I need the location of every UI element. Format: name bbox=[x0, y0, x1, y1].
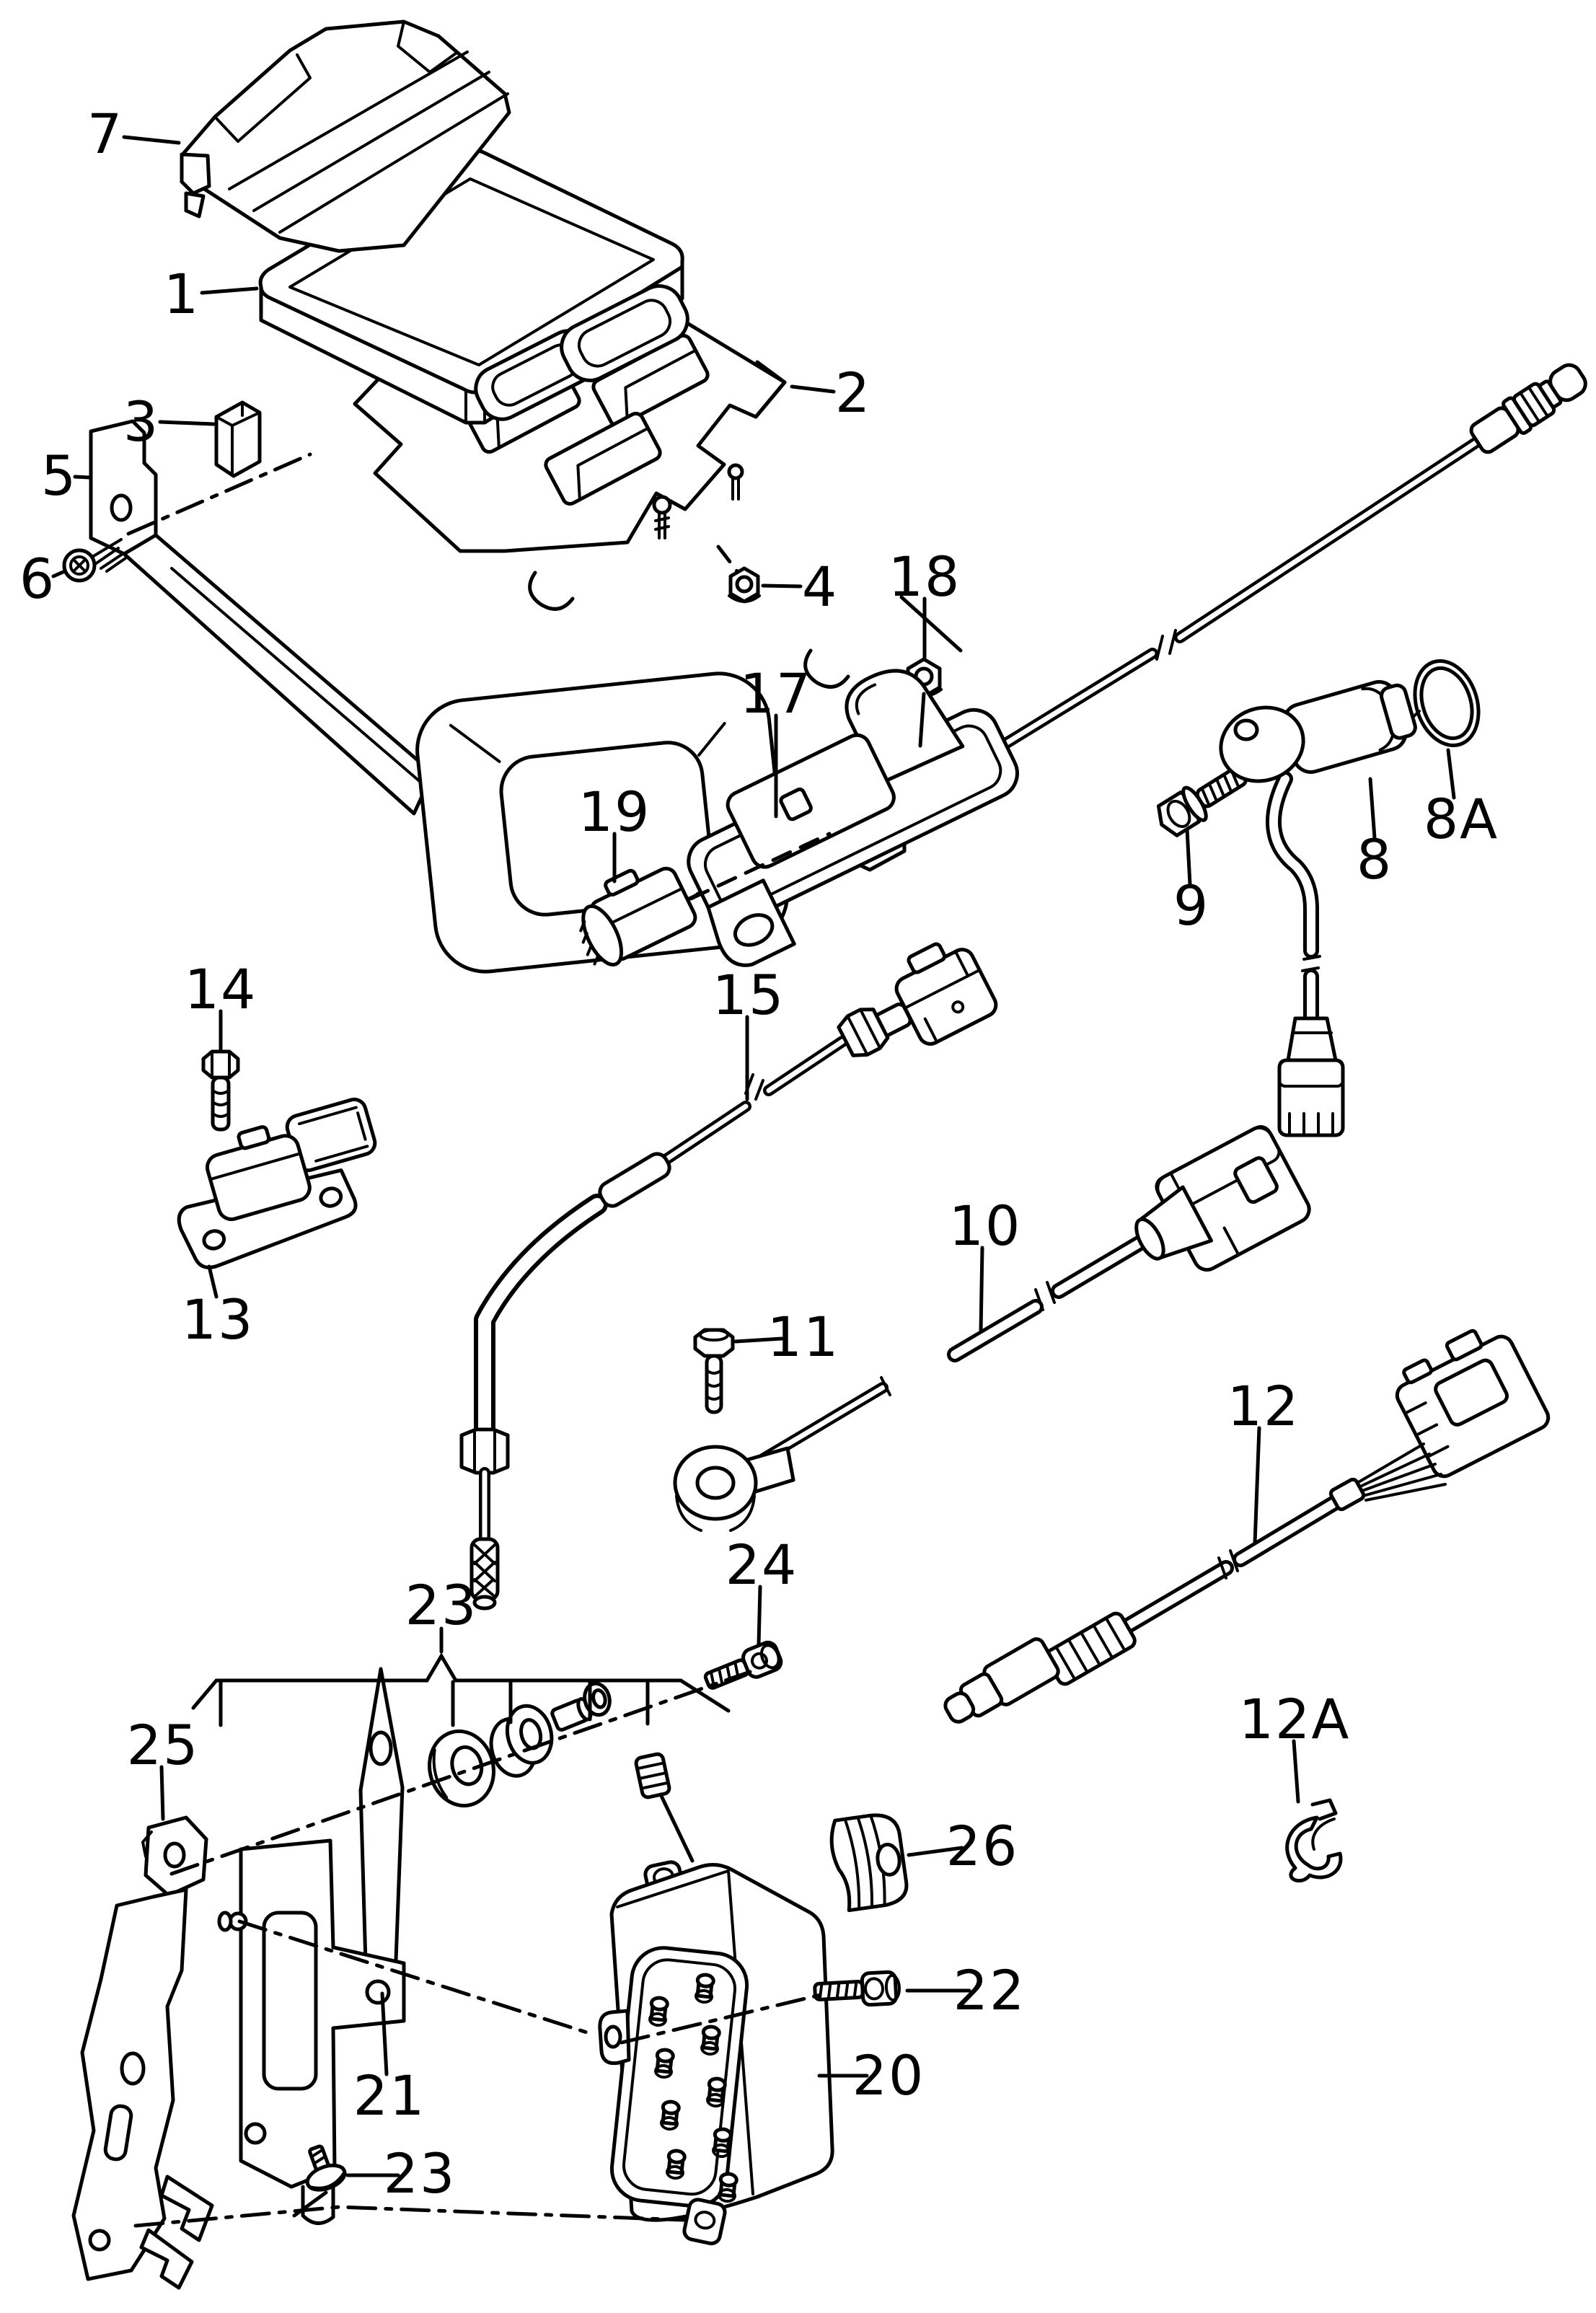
engine-control-unit-1 bbox=[258, 149, 689, 425]
callout-5: 5 bbox=[40, 444, 78, 508]
screw-22 bbox=[813, 1970, 901, 2007]
control-box-20 bbox=[598, 1860, 834, 2246]
callout-21: 21 bbox=[353, 2063, 426, 2128]
lambda-connector bbox=[1395, 1329, 1551, 1479]
callout-15: 15 bbox=[712, 963, 785, 1027]
assembly-axis-23 bbox=[169, 1670, 752, 1876]
callout-10: 10 bbox=[948, 1194, 1022, 1258]
callout-12A: 12A bbox=[1238, 1687, 1351, 1751]
double-grommet-23 bbox=[489, 1704, 554, 1778]
egt-plug bbox=[894, 942, 998, 1046]
callout-20: 20 bbox=[852, 2043, 925, 2107]
lambda-probe-tip bbox=[943, 1637, 1060, 1724]
leader-8 bbox=[1368, 777, 1377, 840]
grommet-washer-23 bbox=[427, 1729, 496, 1808]
braided-tip bbox=[469, 1537, 500, 1611]
leader-13 bbox=[207, 1264, 219, 1299]
callout-4: 4 bbox=[801, 555, 839, 619]
callout-12: 12 bbox=[1227, 1374, 1300, 1438]
nox-sensor-cable bbox=[982, 363, 1587, 760]
cable-threaded-tip bbox=[1469, 363, 1587, 454]
tray-stud bbox=[727, 463, 744, 501]
callout-17: 17 bbox=[739, 661, 813, 726]
callout-6: 6 bbox=[19, 547, 56, 611]
nut4-axis bbox=[716, 545, 739, 573]
leader-25 bbox=[159, 1765, 165, 1821]
connector-pins bbox=[648, 1973, 739, 2203]
callout-1: 1 bbox=[163, 262, 200, 326]
callout-14: 14 bbox=[184, 957, 257, 1021]
callout-11: 11 bbox=[767, 1305, 840, 1369]
leader-12 bbox=[1253, 1426, 1261, 1546]
spacer-sleeve-23 bbox=[550, 1697, 593, 1732]
connector19-link bbox=[689, 832, 832, 901]
nut18-stud bbox=[918, 692, 926, 748]
retainer-clip-3 bbox=[214, 400, 262, 478]
leader-7 bbox=[122, 135, 181, 145]
map-sensor-13 bbox=[177, 1097, 377, 1269]
egt-sensor-15 bbox=[459, 942, 998, 1611]
leader-1 bbox=[200, 286, 259, 295]
cover-panel-7 bbox=[180, 19, 511, 253]
callout-8: 8 bbox=[1356, 827, 1393, 891]
assembly-axis-22-left bbox=[237, 1919, 594, 2036]
leader-lines bbox=[51, 135, 1456, 2228]
callout-22: 22 bbox=[953, 1958, 1026, 2022]
screw-14 bbox=[201, 1049, 240, 1132]
leader-21 bbox=[380, 1991, 389, 2076]
nut4-pointer bbox=[899, 595, 963, 653]
sensor-cable-10 bbox=[947, 1125, 1311, 1362]
clip23-pointer bbox=[292, 2190, 328, 2218]
leader-3 bbox=[158, 420, 216, 426]
leader-12A bbox=[1292, 1739, 1300, 1804]
callout-19: 19 bbox=[578, 780, 651, 844]
callout-9: 9 bbox=[1173, 873, 1210, 938]
group-brace-23 bbox=[191, 1652, 731, 1713]
connector-19 bbox=[579, 866, 697, 966]
o-ring-8a bbox=[1413, 658, 1481, 748]
assembly-axis-22-right bbox=[620, 1991, 829, 2045]
callout-26: 26 bbox=[945, 1814, 1019, 1878]
retaining-clip-12a bbox=[1285, 1798, 1343, 1883]
callout-23a: 23 bbox=[405, 1573, 478, 1637]
callout-8A: 8A bbox=[1423, 787, 1499, 851]
screw-6 bbox=[62, 538, 127, 583]
leader-9 bbox=[1185, 827, 1192, 886]
knock-sensor-11 bbox=[673, 1328, 891, 1532]
callout-13: 13 bbox=[181, 1287, 255, 1352]
knock-bolt bbox=[693, 1328, 735, 1414]
leader-26 bbox=[907, 1846, 964, 1857]
nut-4 bbox=[728, 566, 761, 604]
crankshaft-sensor-8 bbox=[1219, 679, 1417, 1137]
leader-6 bbox=[51, 569, 67, 578]
leader-24 bbox=[757, 1585, 762, 1647]
bottom-axis-23 bbox=[133, 2205, 686, 2228]
callout-25: 25 bbox=[126, 1713, 200, 1777]
ribbed-bushing-23 bbox=[634, 1752, 671, 1799]
retainer-clip-23 bbox=[305, 2144, 347, 2192]
ecu-bracket-21 bbox=[217, 1667, 406, 2225]
callout-23b: 23 bbox=[383, 2141, 457, 2206]
callout-3: 3 bbox=[123, 389, 160, 454]
bolt-9 bbox=[1156, 766, 1248, 837]
nox-sensor-module-17 bbox=[687, 669, 1019, 967]
tray-stud bbox=[652, 495, 672, 539]
leader-2 bbox=[790, 384, 836, 394]
screw-24 bbox=[703, 1640, 783, 1690]
callout-24: 24 bbox=[725, 1533, 798, 1597]
leader-11 bbox=[733, 1336, 784, 1344]
grommet-26 bbox=[829, 1813, 909, 1913]
leader-10 bbox=[979, 1246, 984, 1334]
bushing23-link bbox=[658, 1792, 695, 1863]
lambda-probe-12 bbox=[943, 1329, 1551, 1724]
egt-hex-fitting bbox=[459, 1427, 510, 1475]
callout-7: 7 bbox=[87, 102, 124, 166]
screw6-axis bbox=[126, 452, 312, 536]
callout-2: 2 bbox=[834, 361, 872, 425]
callout-18: 18 bbox=[888, 545, 961, 609]
support-bracket-25 bbox=[71, 1815, 214, 2290]
leader-8A bbox=[1446, 748, 1456, 800]
